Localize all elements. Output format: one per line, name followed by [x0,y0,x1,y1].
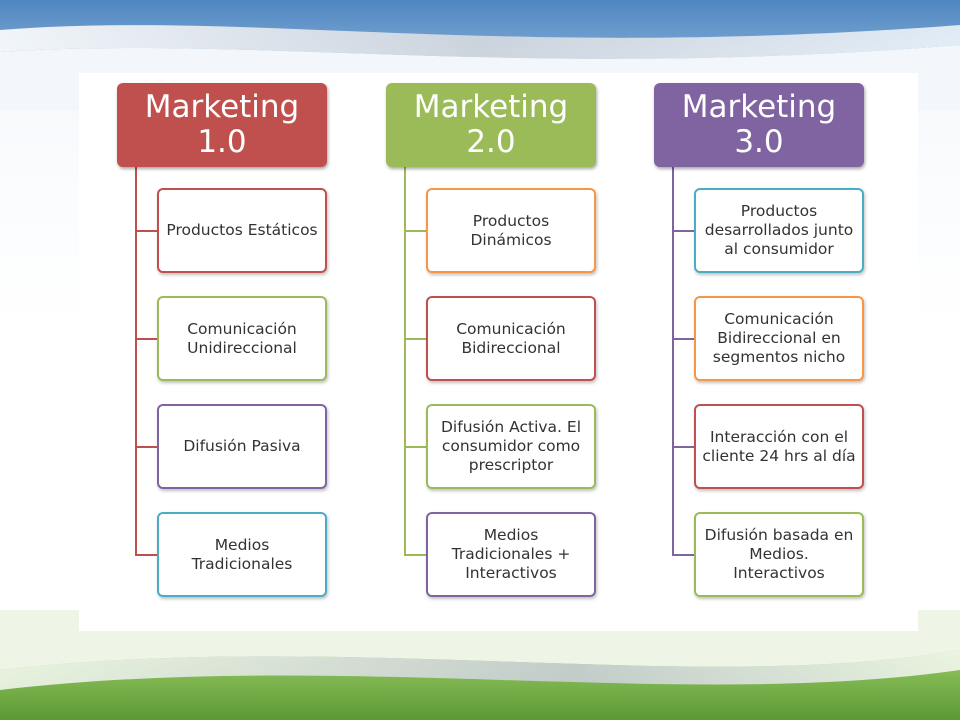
item-box: Productos desarrollados junto al consumi… [694,188,864,273]
item-box: Difusión basada en Medios. Interactivos [694,512,864,597]
item-text: Difusión basada en Medios. Interactivos [704,526,854,582]
connector-horizontal [135,337,157,340]
header-title-line2: 1.0 [197,124,247,160]
header-title-line1: Marketing [413,89,569,125]
item-text: Productos desarrollados junto al consumi… [704,202,854,258]
item-box: Productos Dinámicos [426,188,596,273]
header-title-line2: 3.0 [734,124,784,160]
connector-horizontal [135,445,157,448]
connector-horizontal [135,229,157,232]
item-text: Productos Dinámicos [470,211,552,249]
connector-horizontal [672,445,694,448]
connector-vertical [404,167,406,556]
item-text: Interacción con el cliente 24 hrs al día [702,427,856,465]
item-text: Difusión Activa. El consumidor como pres… [441,418,581,474]
connector-horizontal [672,553,694,556]
item-text: Difusión Pasiva [183,437,301,455]
item-text: Comunicación Bidireccional en segmentos … [712,310,846,366]
header-title-line1: Marketing [681,89,837,125]
item-box: Medios Tradicionales + Interactivos [426,512,596,597]
item-box: Comunicación Bidireccional en segmentos … [694,296,864,381]
item-box: Comunicación Unidireccional [157,296,327,381]
connector-horizontal [404,229,426,232]
item-text: Productos Estáticos [166,221,318,239]
connector-horizontal [672,229,694,232]
connector-horizontal [672,337,694,340]
header-title-line2: 2.0 [466,124,516,160]
item-box: Medios Tradicionales [157,512,327,597]
item-text: Medios Tradicionales + Interactivos [451,526,571,582]
item-text: Comunicación Bidireccional [456,319,566,357]
connector-horizontal [404,553,426,556]
item-text: Medios Tradicionales [191,535,293,573]
item-box: Difusión Activa. El consumidor como pres… [426,404,596,489]
item-box: Comunicación Bidireccional [426,296,596,381]
connector-vertical [672,167,674,556]
connector-horizontal [404,445,426,448]
connector-horizontal [404,337,426,340]
item-text: Comunicación Unidireccional [187,319,297,357]
connector-vertical [135,167,137,556]
item-box: Interacción con el cliente 24 hrs al día [694,404,864,489]
header-title-line1: Marketing [144,89,300,125]
connector-horizontal [135,553,157,556]
item-box: Difusión Pasiva [157,404,327,489]
item-box: Productos Estáticos [157,188,327,273]
